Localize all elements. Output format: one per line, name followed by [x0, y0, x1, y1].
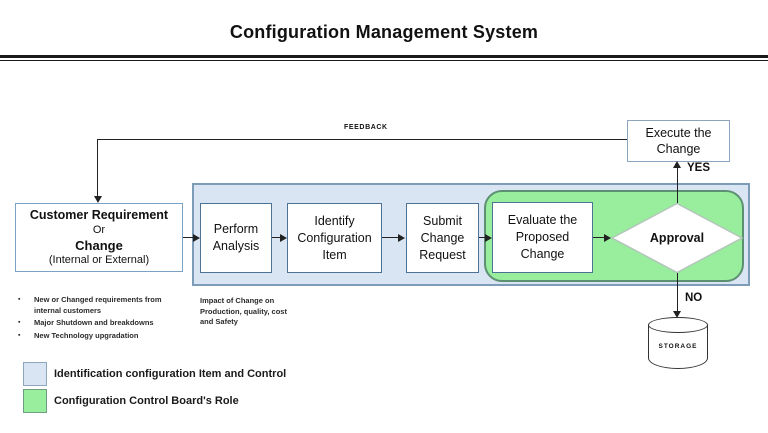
no-line: [676, 273, 678, 312]
legend-label: Identification configuration Item and Co…: [54, 368, 287, 380]
perform-line2: Analysis: [212, 239, 260, 253]
impact-line2: Production, quality, cost: [200, 306, 287, 316]
legend-row-ccb: Configuration Control Board's Role: [23, 389, 286, 413]
evaluate-line2: Proposed: [515, 230, 570, 244]
customer-line2: Or: [92, 223, 106, 236]
feedback-line-horizontal: [97, 139, 627, 141]
arrowhead-evaluate-to-approval-icon: [604, 233, 611, 242]
yes-label: YES: [687, 162, 711, 174]
bullet-item: New or Changed requirements from interna…: [16, 295, 184, 316]
impact-line1: Impact of Change on: [200, 296, 275, 305]
arrow-identify-to-submit: [382, 237, 399, 239]
arrowhead-perform-to-identify-icon: [280, 233, 287, 242]
legend-label: Configuration Control Board's Role: [54, 395, 239, 407]
feedback-arrowhead-icon: [93, 196, 102, 203]
feedback-line-vertical: [97, 139, 99, 197]
legend-row-identification: Identification configuration Item and Co…: [23, 362, 286, 386]
arrowhead-submit-to-evaluate-icon: [485, 233, 492, 242]
customer-line1: Customer Requirement: [29, 207, 169, 222]
storage-label: STORAGE: [658, 343, 698, 350]
submit-line3: Request: [419, 247, 466, 262]
perform-line1: Perform: [213, 222, 259, 236]
submit-change-request-node: Submit Change Request: [406, 203, 479, 273]
arrowhead-customer-to-perform-icon: [193, 233, 200, 242]
customer-line4: (Internal or External): [48, 253, 150, 266]
approval-label: Approval: [649, 231, 705, 245]
customer-requirement-node: Customer Requirement Or Change (Internal…: [15, 203, 183, 272]
yes-line: [676, 167, 678, 203]
diamond-shape: [611, 202, 743, 274]
title-rule-thick: [0, 55, 768, 58]
identify-line2: Configuration: [297, 230, 372, 245]
identify-line3: Item: [322, 247, 347, 262]
no-label: NO: [685, 292, 703, 304]
evaluate-proposed-change-node: Evaluate the Proposed Change: [492, 202, 593, 273]
legend: Identification configuration Item and Co…: [23, 362, 286, 416]
notes-bullet-list: New or Changed requirements from interna…: [16, 295, 184, 343]
submit-line2: Change: [420, 230, 465, 245]
legend-swatch-blue: [23, 362, 47, 386]
execute-line2: Change: [656, 142, 701, 156]
evaluate-line3: Change: [520, 247, 565, 261]
yes-arrowhead-icon: [673, 161, 681, 168]
arrow-perform-to-identify: [272, 237, 281, 239]
arrowhead-identify-to-submit-icon: [398, 233, 405, 242]
perform-analysis-node: Perform Analysis: [200, 203, 272, 273]
cylinder-top: [648, 317, 708, 333]
approval-decision-node: Approval: [611, 202, 743, 274]
execute-line1: Execute the: [645, 126, 712, 140]
submit-line1: Submit: [423, 213, 462, 228]
evaluate-line1: Evaluate the: [507, 213, 578, 227]
impact-note: Impact of Change on Production, quality,…: [200, 296, 300, 328]
storage-cylinder: STORAGE: [648, 317, 708, 369]
customer-line3: Change: [75, 237, 123, 253]
arrow-submit-to-evaluate: [479, 237, 486, 239]
feedback-label: FEEDBACK: [344, 124, 388, 131]
execute-change-node: Execute the Change: [627, 120, 730, 162]
page-title: Configuration Management System: [229, 22, 539, 42]
no-arrowhead-icon: [673, 311, 681, 318]
arrow-evaluate-to-approval: [593, 237, 605, 239]
arrow-customer-to-perform: [183, 237, 194, 239]
title-rule-thin: [0, 60, 768, 61]
impact-line3: and Safety: [200, 317, 238, 326]
legend-swatch-green: [23, 389, 47, 413]
identify-line1: Identify: [314, 213, 355, 228]
identify-configuration-item-node: Identify Configuration Item: [287, 203, 382, 273]
bullet-item: New Technology upgradation: [16, 331, 184, 342]
bullet-item: Major Shutdown and breakdowns: [16, 318, 184, 329]
